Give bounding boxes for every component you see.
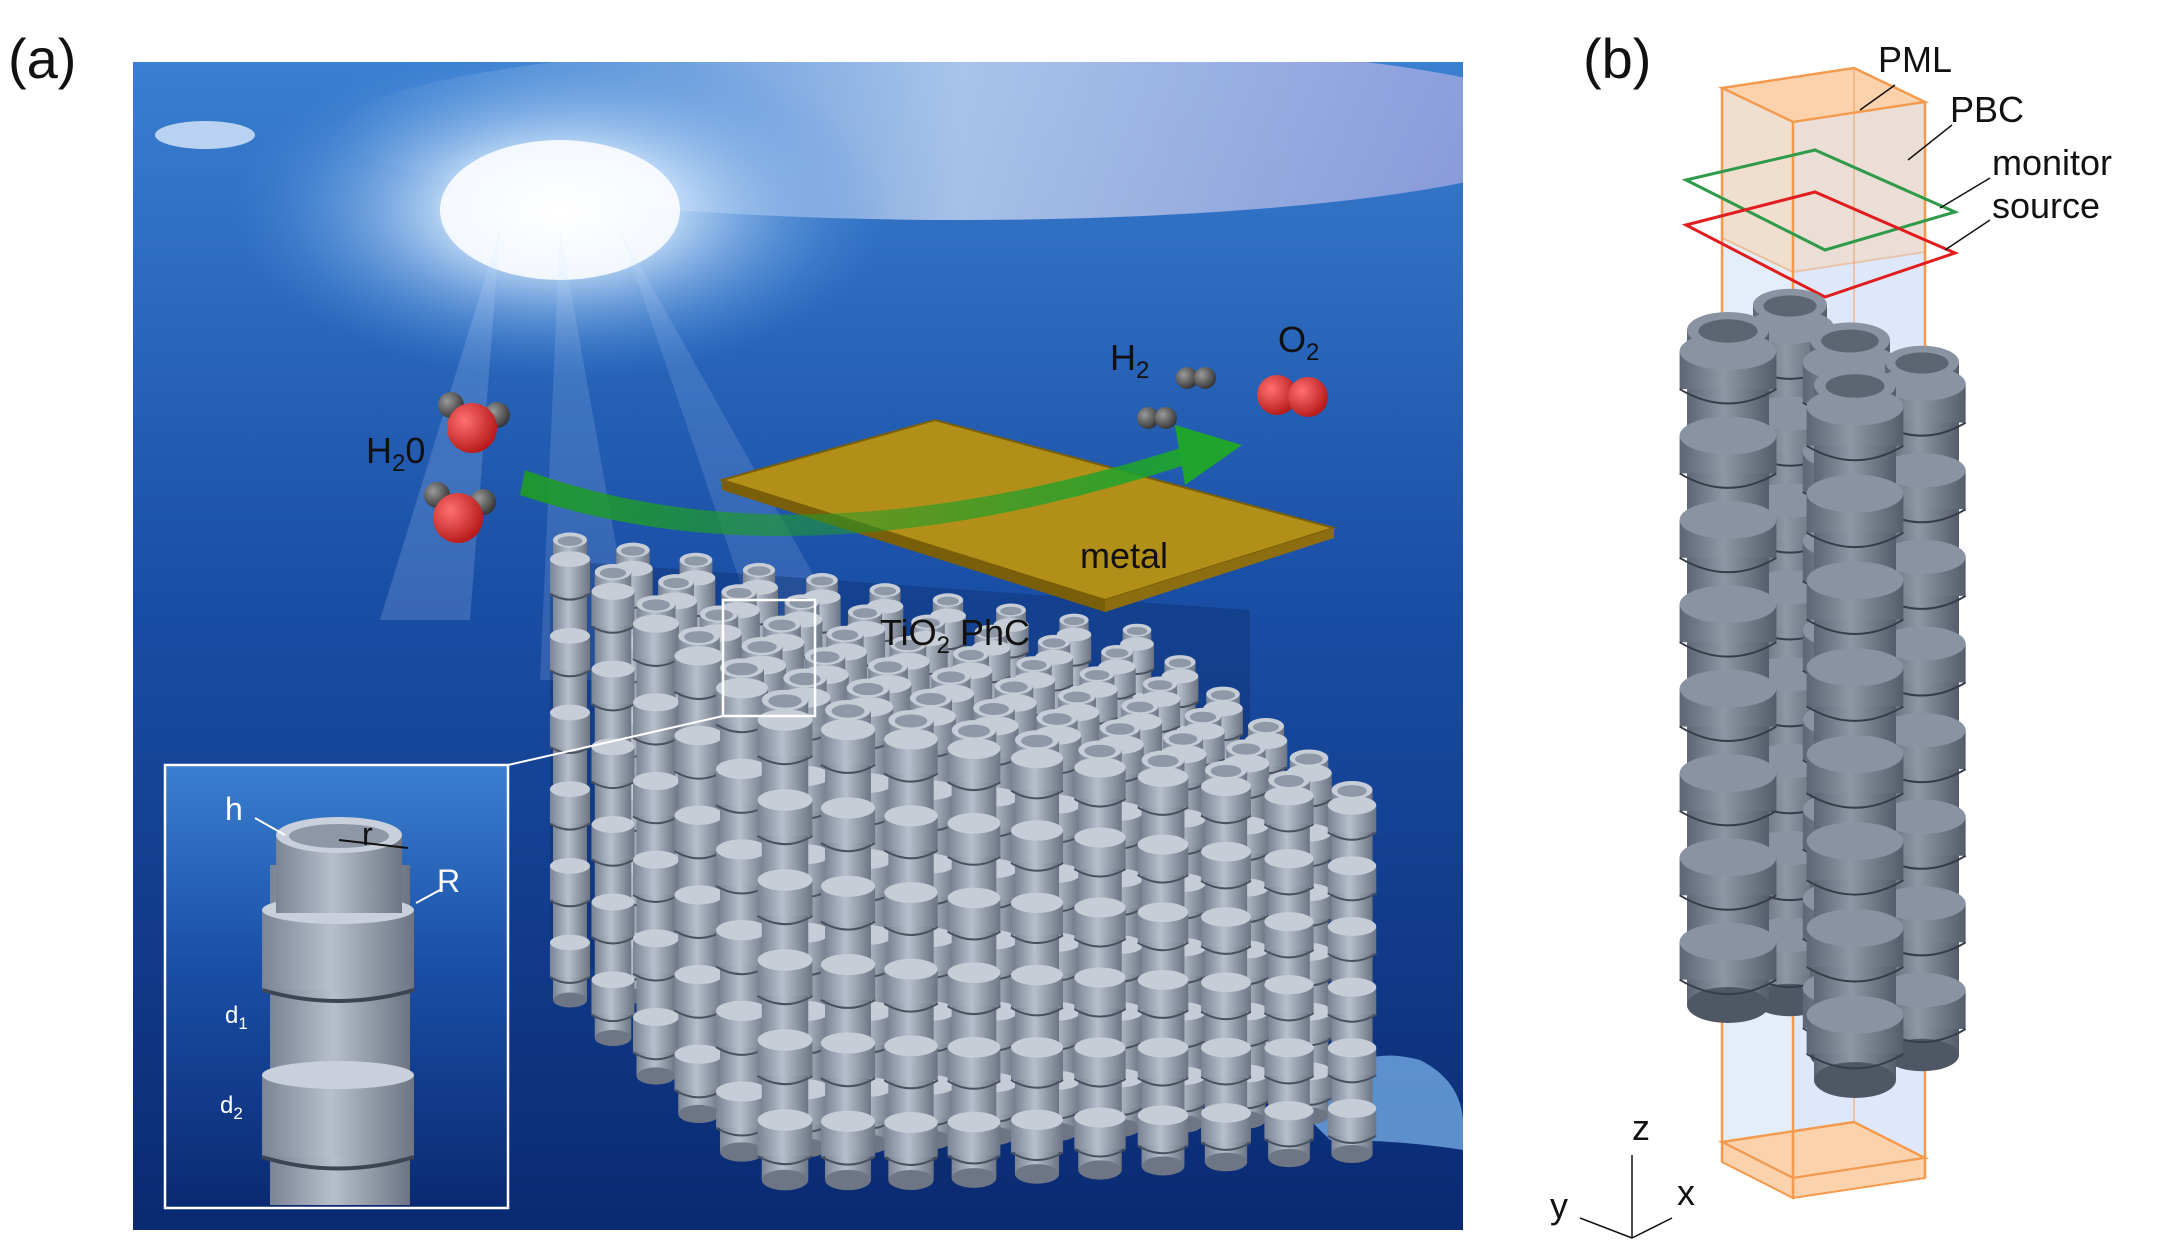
inset-label-R: R [437,863,460,899]
oxygen-label: O2 [1278,319,1319,366]
phc-block [549,532,1377,1191]
monitor-plane [1681,148,1960,252]
water-molecule [438,392,510,453]
axis-z-label: z [1632,1107,1650,1148]
inset-label-d2: d2 [220,1092,243,1123]
pillar [590,563,636,1047]
panel-b: (b) PML PBC mo [1550,27,2112,1239]
hydrogen-molecule [1137,407,1177,429]
monitor-leader [1939,177,1991,209]
axis-triad: z x y [1550,1107,1695,1239]
source-label: source [1992,185,2100,226]
monitor-label: monitor [1992,142,2112,183]
phc-label: TiO2 PhC [880,612,1030,659]
panel-b-label: (b) [1583,27,1651,90]
pillar [674,626,724,1124]
pillar [883,710,939,1190]
axis-y-label: y [1550,1185,1568,1226]
inset-label-h: h [225,791,243,827]
oxygen-molecule [1257,375,1328,417]
inset-zoom: h r R d1 d2 [163,763,510,1210]
pillar [1263,770,1315,1168]
pillar [715,658,769,1162]
hydrogen-molecule [1176,367,1216,389]
pbc-label: PBC [1950,89,2024,130]
pillar [549,532,591,1008]
hydrogen-label: H2 [1110,337,1149,384]
pbc-leader [1907,124,1953,161]
metal-label: metal [1080,535,1168,576]
panel-a-label: (a) [8,27,76,90]
pillar [1679,311,1777,1024]
source-leader [1944,219,1991,251]
pillar [947,720,1001,1188]
pillar [1010,730,1064,1184]
pml-label: PML [1878,39,1952,80]
pillar [632,595,680,1085]
pillar [1327,780,1377,1164]
water-label: H20 [366,430,425,477]
axis-x-label: x [1677,1172,1695,1213]
pillar [1073,740,1127,1180]
zoom-line [507,715,724,766]
pillar [820,699,876,1191]
inset-label-d1: d1 [225,1002,248,1033]
pillar-array [549,532,1377,1191]
pillar [1200,760,1252,1172]
water-molecule [424,482,496,543]
inset-label-r: r [362,816,373,852]
panel-a: (a) metal TiO2 PhC [8,27,1463,1230]
reaction-arrow-head [1175,425,1242,485]
highlight-box [721,598,817,718]
source-plane [1681,190,1960,299]
pillar [1137,750,1189,1176]
unit-cell-pillars [1679,288,1967,1099]
pml-leader [1859,84,1896,111]
pillar [757,689,813,1191]
reaction-arrow [520,445,1190,537]
pillar [1806,366,1904,1099]
